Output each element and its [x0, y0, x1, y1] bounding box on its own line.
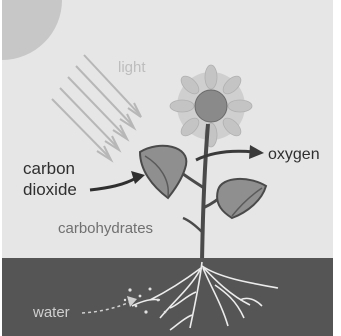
- dioxide-label: dioxide: [23, 180, 77, 199]
- oxygen-label: oxygen: [268, 146, 320, 163]
- soil: [2, 258, 333, 336]
- flower-icon: [170, 65, 252, 147]
- carbohydrates-label: carbohydrates: [58, 220, 153, 237]
- sky-background: [2, 0, 333, 258]
- light-label: light: [118, 59, 146, 76]
- carbon-label: carbon: [23, 159, 75, 178]
- water-label: water: [32, 304, 70, 321]
